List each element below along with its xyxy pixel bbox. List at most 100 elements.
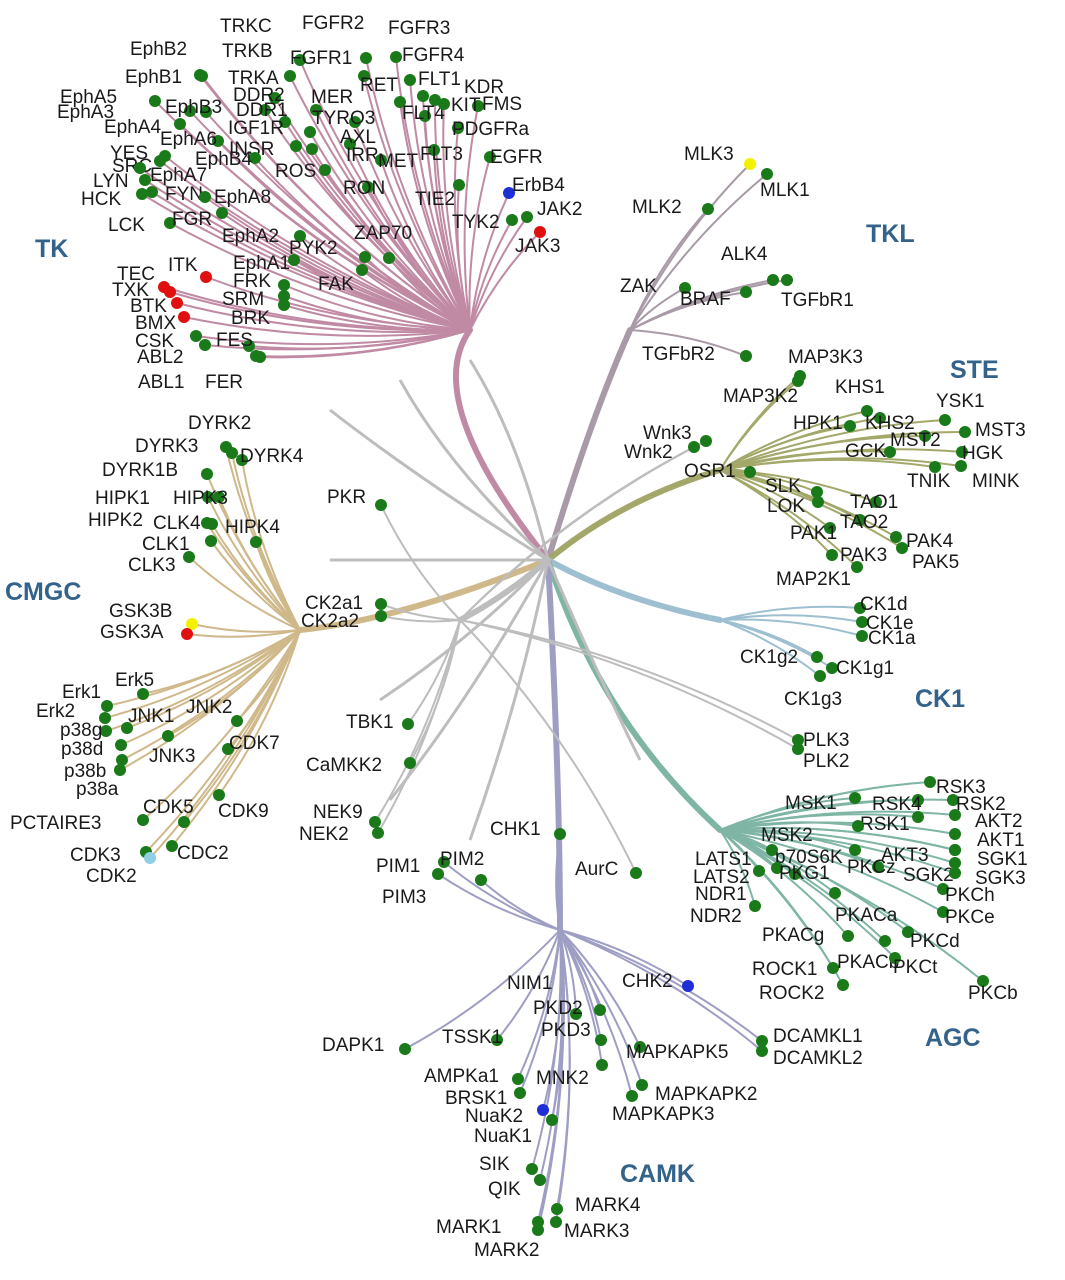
kinase-label-ephb2: EphB2	[130, 39, 188, 60]
kinase-label-ephb3: EphB3	[165, 97, 223, 118]
kinase-label-alk4: ALK4	[721, 244, 768, 265]
branch-ck1g3	[719, 619, 821, 677]
branch-ndr2	[719, 829, 756, 907]
marker-jak3	[534, 226, 546, 238]
marker-wnk3	[700, 435, 712, 447]
branch-trunk-tkl	[545, 327, 633, 563]
kinase-label-mink: MINK	[972, 471, 1020, 492]
branch-map2k1	[719, 469, 858, 568]
kinase-label-pim3: PIM3	[382, 887, 427, 908]
marker-epha7	[134, 162, 146, 174]
kinase-label-tyro3: TYRO3	[312, 108, 376, 129]
marker-nim1	[570, 1008, 582, 1020]
kinase-label-cdk3: CDK3	[70, 845, 121, 866]
kinase-label-p38b: p38b	[64, 761, 107, 782]
marker-akt2	[949, 809, 961, 821]
branch-bmx	[183, 316, 471, 337]
kinase-label-cdk9: CDK9	[218, 801, 269, 822]
kinase-label-epha6: EphA6	[160, 129, 218, 150]
kinase-label-mapkapk5: MAPKAPK5	[626, 1042, 729, 1063]
marker-p38a	[114, 764, 126, 776]
kinase-label-jnk1: JNK1	[128, 706, 175, 727]
kinase-label-rsk1: RSK1	[860, 814, 910, 835]
kinase-label-msk1: MSK1	[785, 793, 837, 814]
kinase-label-dyrk1b: DYRK1B	[102, 460, 179, 481]
kinase-label-kdr: KDR	[464, 77, 505, 98]
marker-rsk4	[912, 794, 924, 806]
family-label-agc: AGC	[925, 1024, 981, 1052]
kinase-label-mnk2: MNK2	[536, 1068, 589, 1089]
kinase-label-ddr1: DDR1	[236, 100, 288, 121]
kinase-label-map3k3: MAP3K3	[788, 347, 863, 368]
branch-unlabeled	[379, 558, 550, 702]
kinase-label-fer: FER	[205, 372, 243, 393]
marker-lyn	[139, 174, 151, 186]
branch-kdr	[433, 99, 471, 331]
branch-erk1	[106, 629, 301, 707]
marker-epha1	[288, 254, 300, 266]
marker-sgk1	[949, 844, 961, 856]
kinase-label-trkc: TRKC	[220, 16, 272, 37]
marker-tao1	[870, 496, 882, 508]
branch-chk2	[559, 929, 689, 987]
branch-ck2a2	[380, 615, 461, 623]
family-label-camk: CAMK	[620, 1160, 695, 1188]
branch-msk2	[719, 821, 859, 831]
marker-dapk1	[399, 1043, 411, 1055]
kinase-label-epha3: EphA3	[57, 102, 115, 123]
marker-fak	[356, 264, 368, 276]
kinase-label-khs2: KHS2	[865, 413, 915, 434]
kinase-label-irr: IRR	[346, 145, 379, 166]
marker-mer	[310, 104, 322, 116]
kinase-label-pak5: PAK5	[912, 552, 960, 573]
marker-p38b	[116, 754, 128, 766]
marker-hipk3	[213, 491, 225, 503]
marker-nek9	[369, 816, 381, 828]
kinase-label-axl: AXL	[340, 127, 376, 148]
branch-dcamkl2	[559, 929, 763, 1052]
kinase-label-jnk3: JNK3	[149, 746, 196, 767]
kinase-label-p38d: p38d	[61, 739, 104, 760]
marker-cdk5	[178, 816, 190, 828]
branch-ron	[367, 186, 471, 331]
kinase-label-pkg1: PKG1	[779, 863, 830, 884]
marker-mlk3	[744, 158, 756, 170]
marker-itk	[200, 271, 212, 283]
kinase-label-rsk2: RSK2	[956, 794, 1006, 815]
branch-unlabeled	[546, 559, 642, 761]
kinase-label-erbb4: ErbB4	[512, 175, 565, 196]
branch-kit	[442, 103, 471, 331]
branch-mapkapk2	[559, 929, 643, 1086]
kinase-label-cdk2: CDK2	[86, 866, 137, 887]
branch-sgk1	[719, 826, 956, 851]
marker-lats2	[771, 862, 783, 874]
branch-erk2	[104, 629, 301, 719]
branch-p38a	[119, 629, 301, 771]
marker-frk	[278, 279, 290, 291]
kinase-label-mark3: MARK3	[564, 1221, 630, 1242]
kinase-label-bmx: BMX	[135, 313, 177, 334]
kinase-label-flt1: FLT1	[418, 69, 461, 90]
kinase-label-frk: FRK	[233, 271, 271, 292]
kinase-label-ndr2: NDR2	[690, 906, 742, 927]
marker-axl	[344, 138, 356, 150]
kinase-label-tec: TEC	[117, 264, 155, 285]
branch-axl	[349, 143, 471, 331]
kinase-label-flt4: FLT4	[402, 103, 445, 124]
kinase-label-ck2a1: CK2a1	[305, 593, 364, 614]
marker-pak4	[890, 531, 902, 543]
kinase-label-mlk3: MLK3	[684, 144, 734, 165]
kinase-label-mark1: MARK1	[436, 1217, 502, 1238]
marker-dyrk3	[220, 441, 232, 453]
branch-ysk1	[719, 419, 946, 471]
marker-mark2	[532, 1224, 544, 1236]
marker-pkcd	[902, 926, 914, 938]
marker-erk2	[99, 712, 111, 724]
kinase-label-pim1: PIM1	[376, 856, 421, 877]
branch-zap70	[388, 257, 471, 331]
kinase-label-dapk1: DAPK1	[322, 1035, 385, 1056]
kinase-label-sgk3: SGK3	[975, 868, 1026, 889]
branch-mapkapk5	[559, 929, 641, 1048]
kinase-label-brsk1: BRSK1	[445, 1088, 508, 1109]
